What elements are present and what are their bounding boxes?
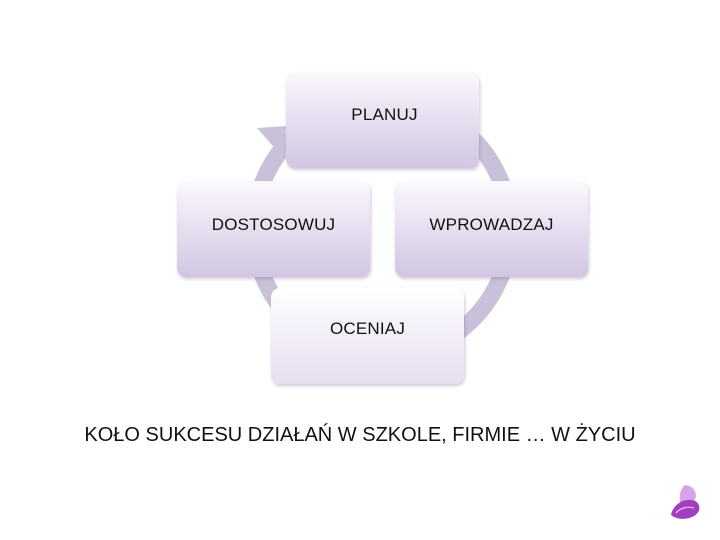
logo-highlight [675, 506, 695, 514]
petal-logo-icon [671, 485, 700, 519]
step-adjust-label: DOSTOSOWUJ [211, 215, 336, 234]
step-plan: PLANUJ [286, 72, 479, 168]
step-implement-label: WPROWADZAJ [429, 215, 554, 234]
step-plan-label: PLANUJ [351, 105, 418, 124]
step-evaluate: OCENIAJ [271, 288, 464, 384]
step-evaluate-label: OCENIAJ [329, 319, 406, 338]
step-adjust: DOSTOSOWUJ [177, 181, 370, 277]
cycle-arrowhead-icon [257, 126, 287, 153]
step-implement: WPROWADZAJ [395, 181, 588, 277]
logo-petal-dark [671, 499, 700, 519]
diagram-caption: KOŁO SUKCESU DZIAŁAŃ W SZKOLE, FIRMIE … … [84, 424, 636, 446]
